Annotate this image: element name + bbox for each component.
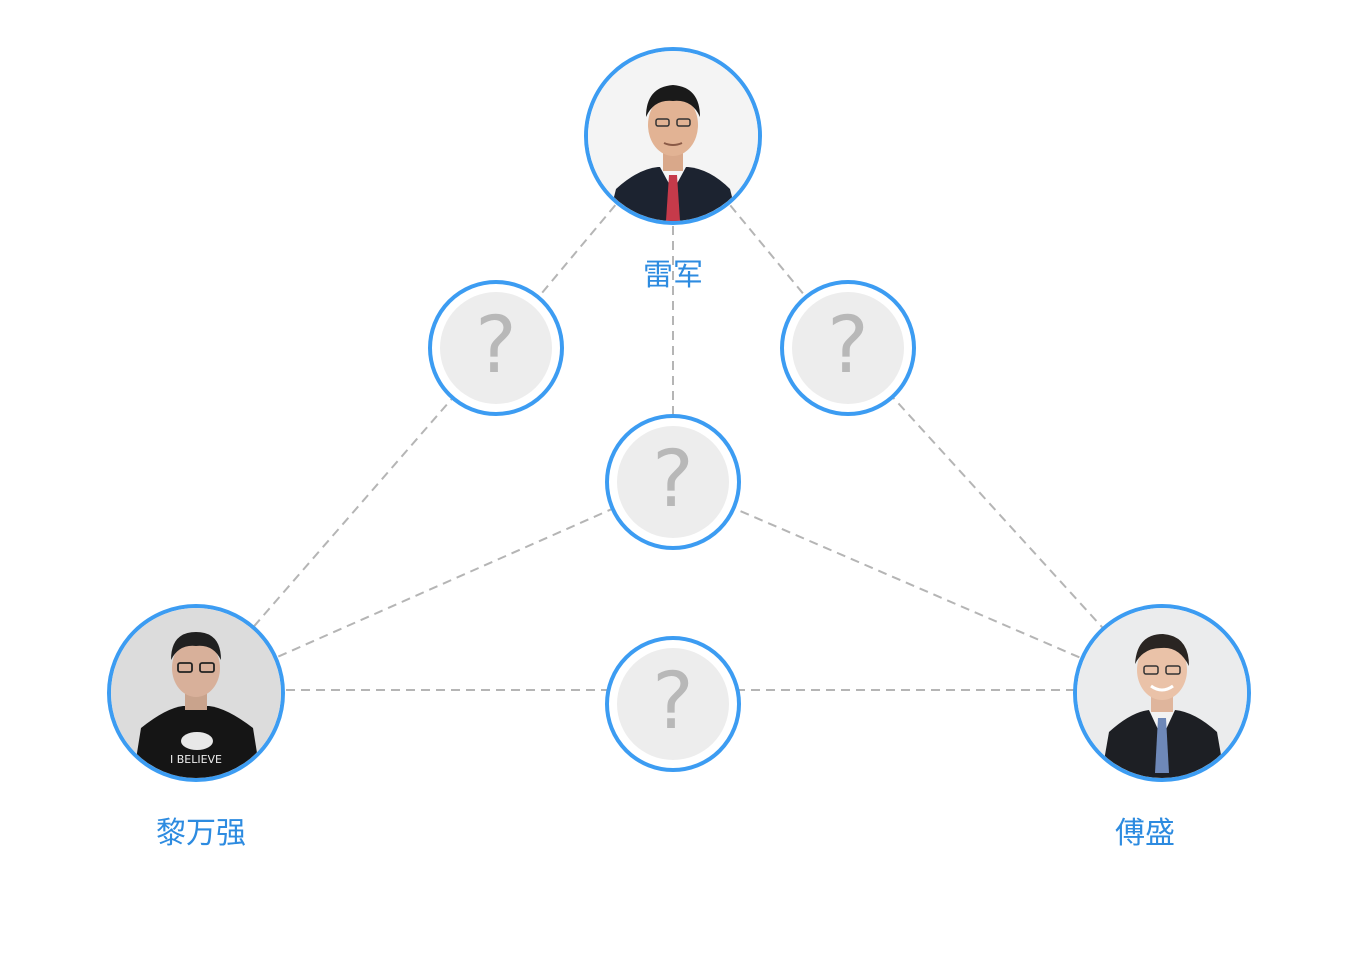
unknown-node-top-left[interactable]: ?	[428, 280, 564, 416]
line-topright-to-right	[847, 347, 1163, 694]
shirt-text: I BELIEVE	[170, 753, 222, 766]
portrait-suit-blue-tie-icon	[1077, 608, 1247, 778]
unknown-node-center[interactable]: ?	[605, 414, 741, 550]
person-node-top[interactable]	[584, 47, 762, 225]
portrait-suit-red-tie-icon	[588, 51, 758, 221]
question-icon: ?	[792, 292, 904, 404]
question-icon: ?	[617, 426, 729, 538]
unknown-node-bottom[interactable]: ?	[605, 636, 741, 772]
person-node-left[interactable]: I BELIEVE	[107, 604, 285, 782]
line-left-to-center	[195, 481, 674, 694]
portrait-black-tshirt-icon: I BELIEVE	[111, 608, 281, 778]
unknown-node-top-right[interactable]: ?	[780, 280, 916, 416]
person-name-top: 雷军	[643, 258, 703, 293]
line-right-to-center	[672, 481, 1163, 694]
question-icon: ?	[440, 292, 552, 404]
person-name-left: 黎万强	[156, 816, 246, 851]
person-node-right[interactable]	[1073, 604, 1251, 782]
question-icon: ?	[617, 648, 729, 760]
person-name-right: 傅盛	[1115, 816, 1175, 851]
